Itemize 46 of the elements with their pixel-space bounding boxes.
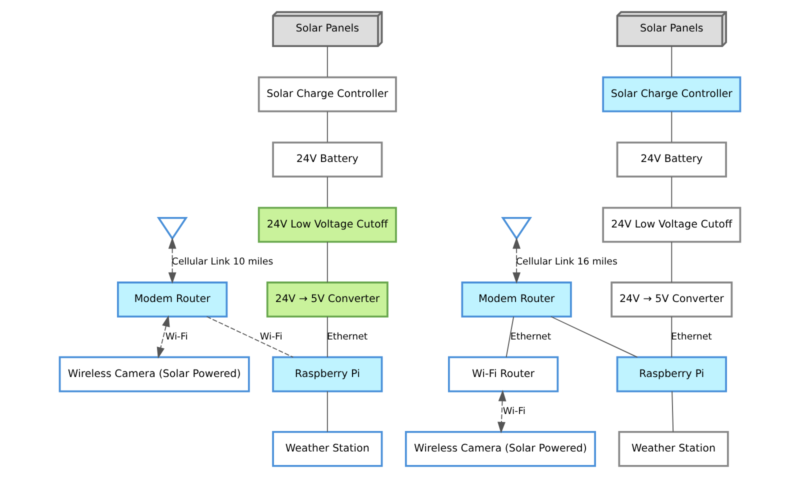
connector: [671, 46, 672, 78]
node-box: 24V → 5V Converter: [266, 282, 388, 318]
connector: [326, 241, 328, 283]
node-box: 24V → 5V Converter: [610, 282, 733, 318]
node-box: Solar Charge Controller: [602, 76, 742, 112]
node-box: 24V Battery: [272, 142, 383, 178]
node-box: Modem Router: [117, 282, 228, 318]
connector: [671, 316, 672, 358]
node-picture: [501, 217, 532, 240]
edge-label: Wi-Fi: [260, 331, 282, 342]
node-box: Modem Router: [461, 282, 572, 318]
node-box: Weather Station: [272, 430, 383, 467]
edge-label: Ethernet: [671, 331, 712, 342]
connector: [206, 316, 294, 358]
edge-label: Cellular Link 16 miles: [516, 256, 618, 268]
connector: [506, 316, 514, 358]
node-box: Wi-Fi Router: [448, 356, 559, 392]
arrow: [498, 390, 506, 434]
connector: [672, 390, 674, 432]
arrow: [156, 315, 170, 359]
node-box: 24V Battery: [616, 142, 727, 178]
arrow: [512, 237, 521, 284]
edge-label: Ethernet: [510, 331, 552, 342]
node-box: Wireless Camera (Solar Powered): [58, 356, 250, 392]
edge-label: Wi-Fi: [502, 406, 526, 417]
connector: [671, 241, 672, 283]
connector: [326, 390, 328, 432]
node-box: Raspberry Pi: [616, 356, 727, 392]
arrow: [168, 237, 176, 284]
connector: [671, 111, 672, 143]
edge-label: Cellular Link 10 miles: [172, 256, 274, 268]
node-box: Weather Station: [618, 430, 729, 467]
connector: [326, 46, 328, 78]
edge-label: Wi-Fi: [165, 331, 188, 342]
connector: [326, 111, 328, 143]
connector: [550, 316, 638, 358]
node-box: Wireless Camera (Solar Powered): [404, 430, 596, 467]
connector: [671, 176, 672, 208]
node-box: 24V Low Voltage Cutoff: [602, 206, 742, 243]
node-box: Raspberry Pi: [272, 356, 383, 392]
node-box: Solar Charge Controller: [258, 76, 397, 112]
node-picture: [156, 217, 188, 240]
node-box: 24V Low Voltage Cutoff: [258, 206, 397, 243]
connector: [326, 176, 328, 208]
connector: [326, 316, 328, 358]
edge-label: Ethernet: [326, 331, 368, 342]
